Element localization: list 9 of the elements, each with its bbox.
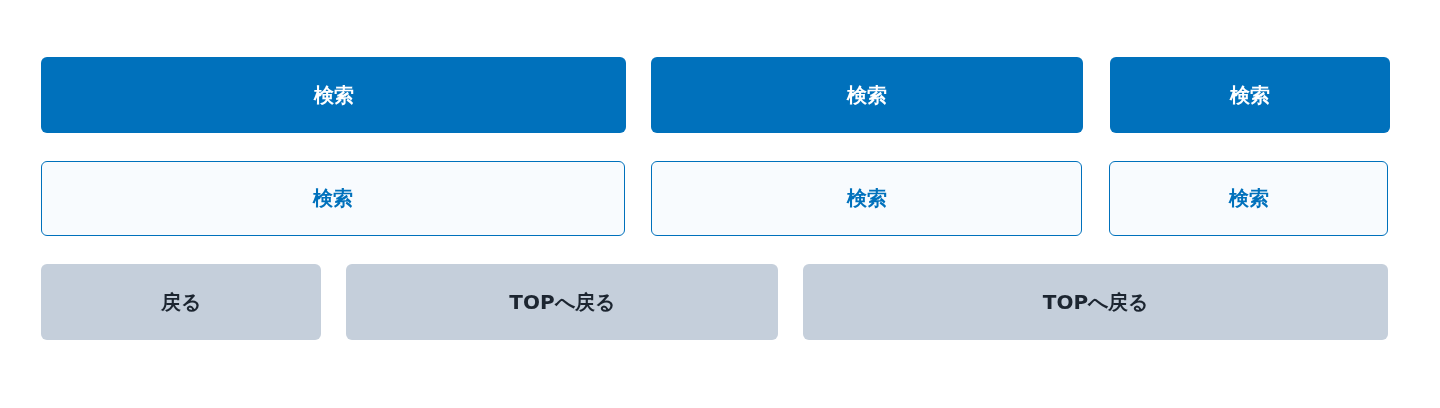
search-button: 検索: [41, 161, 625, 236]
back-button: 戻る: [41, 264, 321, 340]
search-button: 検索: [1110, 57, 1390, 133]
search-button: 検索: [651, 161, 1082, 236]
back-button: TOPへ戻る: [803, 264, 1388, 340]
search-button: 検索: [651, 57, 1083, 133]
search-button: 検索: [41, 57, 626, 133]
back-button: TOPへ戻る: [346, 264, 778, 340]
search-button: 検索: [1109, 161, 1388, 236]
